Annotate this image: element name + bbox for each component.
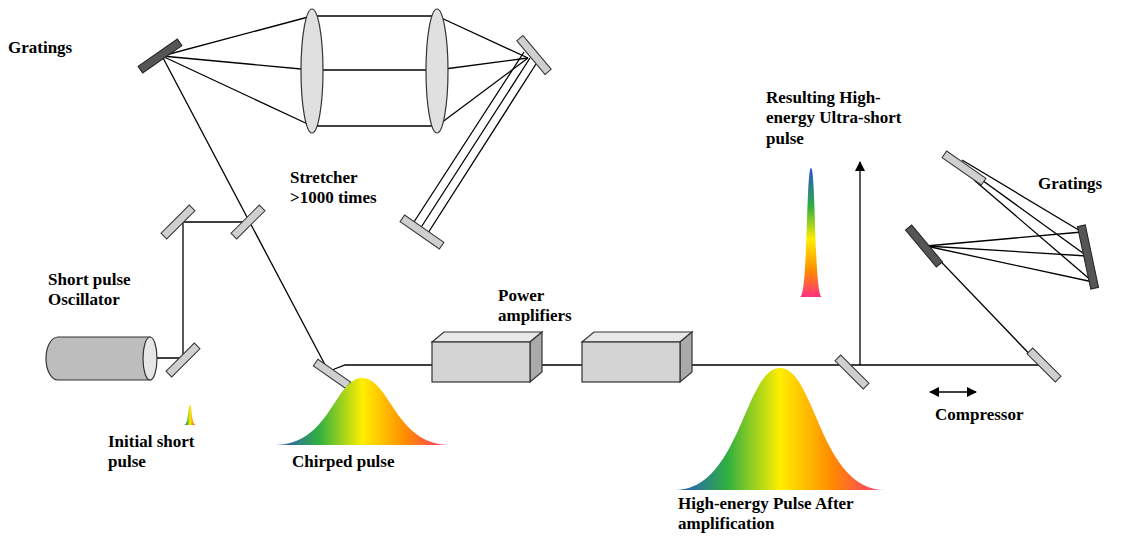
- mirrors: [161, 36, 1061, 389]
- pulses: [184, 168, 885, 490]
- part-label: High-energy Pulse After amplification: [678, 494, 898, 535]
- beam-lines: [152, 16, 1093, 392]
- part-label: Chirped pulse: [292, 452, 432, 472]
- gratings: [138, 39, 1099, 289]
- part-label: Short pulse Oscillator: [48, 270, 148, 311]
- part-label: Compressor: [935, 405, 1055, 425]
- part-label: Resulting High-energy Ultra-short pulse: [766, 88, 906, 149]
- part-label: Gratings: [1038, 174, 1118, 194]
- power-amplifiers: [432, 332, 692, 382]
- part-label: Initial short pulse: [108, 432, 216, 473]
- part-label: Gratings: [8, 38, 108, 58]
- oscillator-cylinder: [46, 337, 157, 380]
- lenses: [301, 9, 448, 133]
- part-label: Power amplifiers: [498, 286, 590, 327]
- part-label: Stretcher >1000 times: [290, 168, 402, 209]
